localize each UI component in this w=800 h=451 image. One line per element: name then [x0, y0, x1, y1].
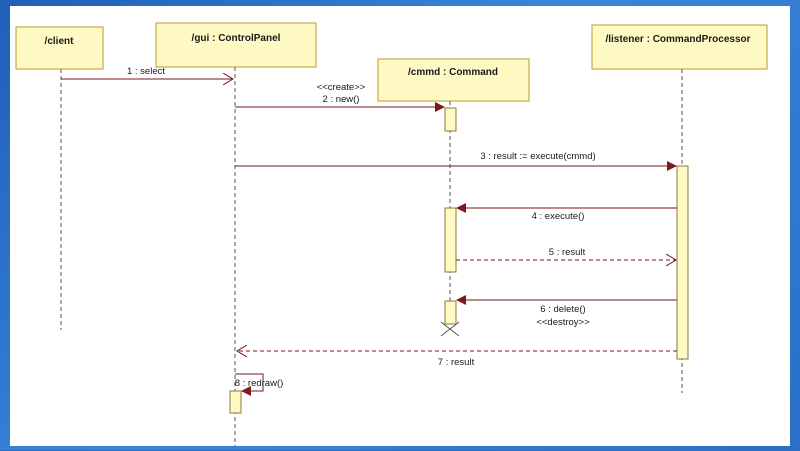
lifeline-client-head[interactable] — [15, 26, 104, 70]
lifeline-listener[interactable]: /listener : CommandProcessor — [591, 24, 768, 393]
lifeline-listener-label: /listener : CommandProcessor — [605, 34, 750, 45]
destroy-x-icon — [440, 321, 460, 337]
message-1-label: 1 : select — [127, 66, 165, 77]
lifeline-client[interactable]: /client — [15, 26, 104, 330]
lifeline-gui-head[interactable] — [155, 22, 317, 68]
lifeline-client-label: /client — [45, 36, 75, 47]
message-6-label: 6 : delete() — [540, 304, 585, 315]
lifeline-cmmd-head[interactable] — [377, 58, 530, 102]
lifeline-gui-label: /gui : ControlPanel — [192, 33, 281, 44]
message-3-label: 3 : result := execute(cmmd) — [480, 151, 595, 162]
lifeline-listener-head[interactable] — [591, 24, 768, 70]
lifeline-cmmd[interactable]: /cmmd : Command — [377, 58, 530, 322]
message-5-label: 5 : result — [549, 247, 586, 258]
message-6-stereotype: <<destroy>> — [536, 317, 590, 328]
lifeline-gui[interactable]: /gui : ControlPanel — [155, 22, 317, 446]
lifeline-cmmd-label: /cmmd : Command — [408, 67, 498, 78]
message-2-stereotype: <<create>> — [317, 82, 366, 93]
message-2-label: 2 : new() — [323, 94, 360, 105]
message-7-label: 7 : result — [438, 357, 475, 368]
diagram-canvas: /client /gui : ControlPanel /cmmd : Comm… — [10, 6, 790, 446]
message-8-label: 8 : redraw() — [235, 378, 284, 389]
activation-gui-redraw — [229, 390, 242, 414]
activation-cmmd-create — [444, 107, 457, 132]
message-8-arrow — [235, 373, 264, 396]
sequence-diagram: /client /gui : ControlPanel /cmmd : Comm… — [15, 22, 768, 446]
activation-cmmd-delete — [444, 300, 457, 325]
activation-cmmd-execute — [444, 207, 457, 273]
message-4-label: 4 : execute() — [532, 211, 585, 222]
activation-listener — [676, 165, 689, 360]
